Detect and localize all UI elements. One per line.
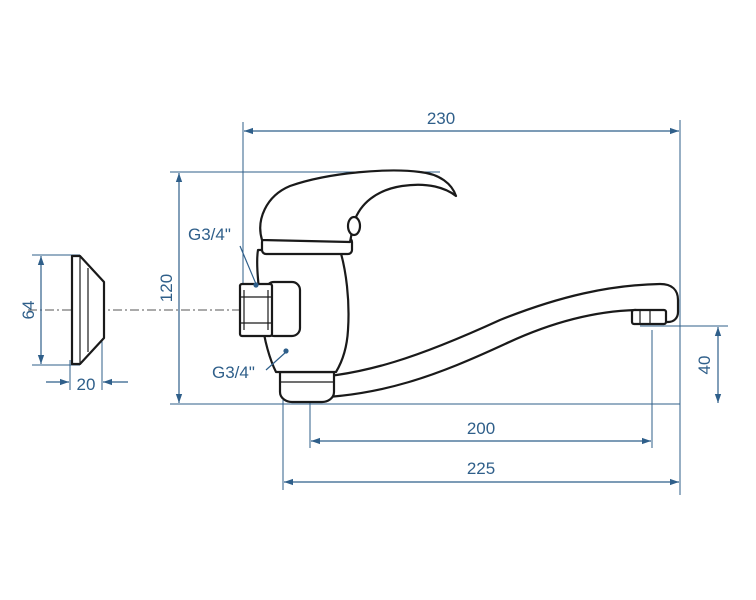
inlet-hex-nut bbox=[238, 282, 274, 338]
spout bbox=[286, 282, 680, 400]
thread-callouts bbox=[239, 245, 289, 371]
thread-label-top: G3/4" bbox=[188, 225, 231, 244]
dim-label-64: 64 bbox=[19, 301, 38, 320]
faucet-body bbox=[238, 169, 680, 404]
spout-aerator bbox=[630, 308, 668, 326]
dim-label-225: 225 bbox=[467, 459, 495, 478]
thread-label-bottom: G3/4" bbox=[212, 363, 255, 382]
dim-label-230: 230 bbox=[427, 109, 455, 128]
dim-label-200: 200 bbox=[467, 419, 495, 438]
handle-pivot bbox=[346, 215, 362, 237]
handle-lever bbox=[259, 169, 458, 244]
dimension-lines bbox=[37, 127, 722, 486]
dim-label-40: 40 bbox=[695, 356, 714, 375]
dim-label-20: 20 bbox=[77, 375, 96, 394]
wall-flange bbox=[70, 254, 106, 366]
dim-label-120: 120 bbox=[157, 274, 176, 302]
lower-collar bbox=[278, 370, 336, 404]
